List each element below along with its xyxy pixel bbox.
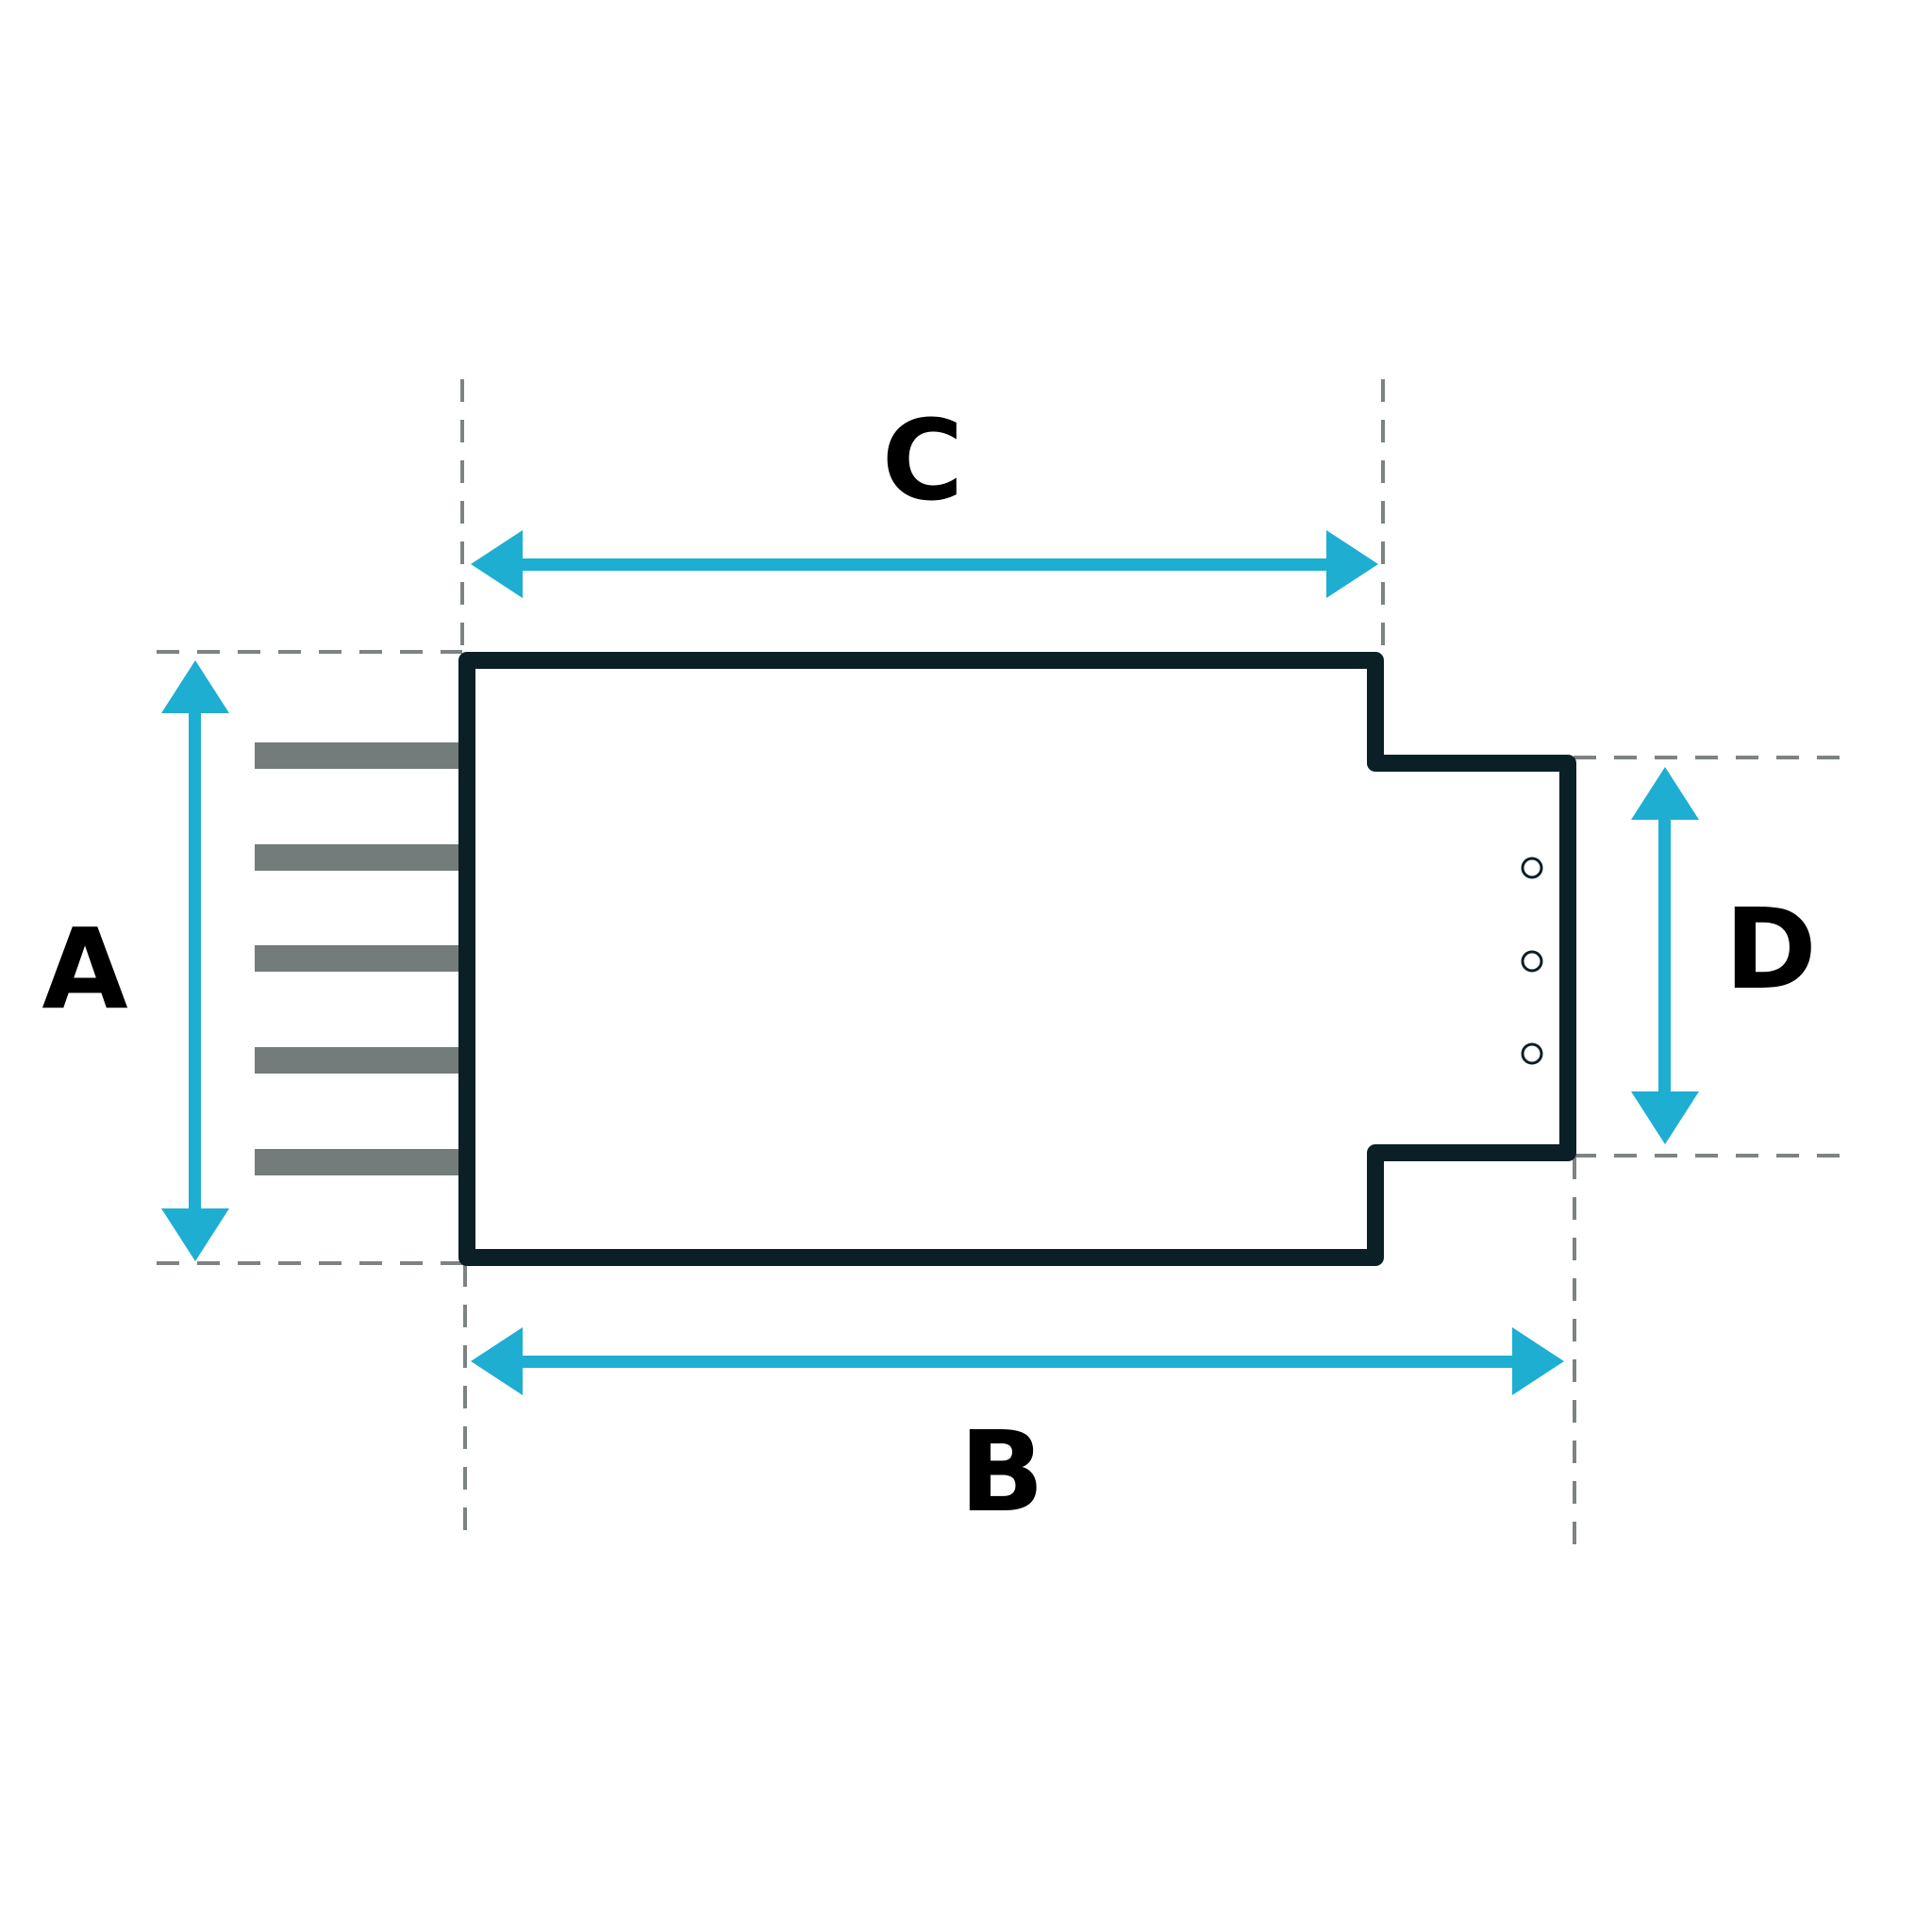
- guide-lines: [157, 379, 1851, 1547]
- label-d: D: [1724, 884, 1817, 1014]
- dimension-arrow-b: [471, 1327, 1564, 1395]
- dimension-arrow-a: [161, 660, 229, 1261]
- label-c: C: [882, 395, 964, 525]
- pin-1: [255, 742, 461, 769]
- label-b: B: [959, 1407, 1044, 1537]
- pin-4: [255, 1047, 461, 1074]
- label-a: A: [42, 904, 127, 1034]
- pin-2: [255, 844, 461, 871]
- dimension-arrow-c: [471, 530, 1378, 598]
- dimension-arrow-d: [1631, 767, 1699, 1144]
- hole-1: [1521, 857, 1543, 879]
- pins: [255, 742, 461, 1175]
- pin-5: [255, 1149, 461, 1175]
- hole-3: [1521, 1042, 1543, 1065]
- pin-3: [255, 945, 461, 972]
- component-outline: [458, 652, 1576, 1266]
- hole-2: [1521, 950, 1543, 973]
- holes: [1521, 857, 1543, 1065]
